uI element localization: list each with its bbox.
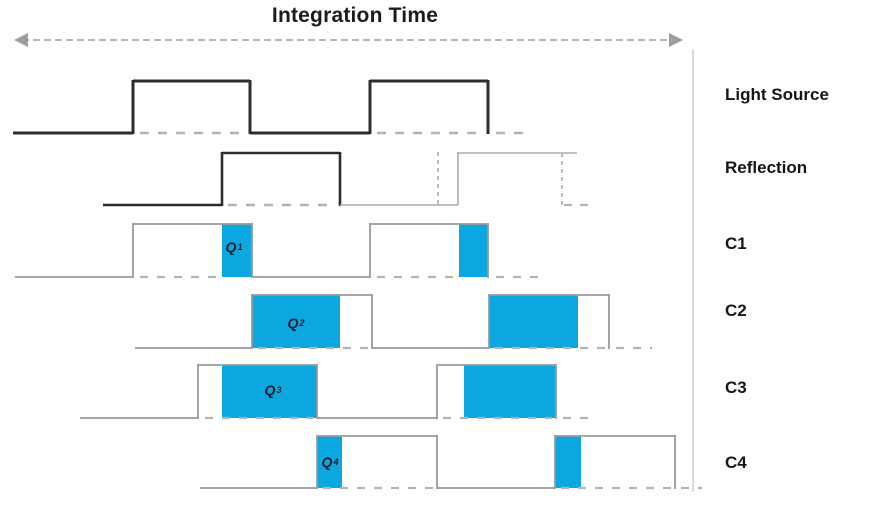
label-c1: C1 xyxy=(725,234,747,253)
q2-base: Q xyxy=(287,315,299,331)
q4-sub: 4 xyxy=(333,457,339,467)
q4-base: Q xyxy=(321,454,333,470)
diagram-title: Integration Time xyxy=(271,4,439,27)
label-c2: C2 xyxy=(725,301,747,320)
q2-sub: 2 xyxy=(299,318,305,328)
label-c4: C4 xyxy=(725,453,747,472)
q1-base: Q xyxy=(225,239,237,255)
label-light-source: Light Source xyxy=(725,85,829,104)
q1-sub: 1 xyxy=(237,242,243,252)
q3-base: Q xyxy=(264,382,276,398)
label-c3: C3 xyxy=(725,378,747,397)
q3-sub: 3 xyxy=(276,385,282,395)
label-reflection: Reflection xyxy=(725,158,808,177)
